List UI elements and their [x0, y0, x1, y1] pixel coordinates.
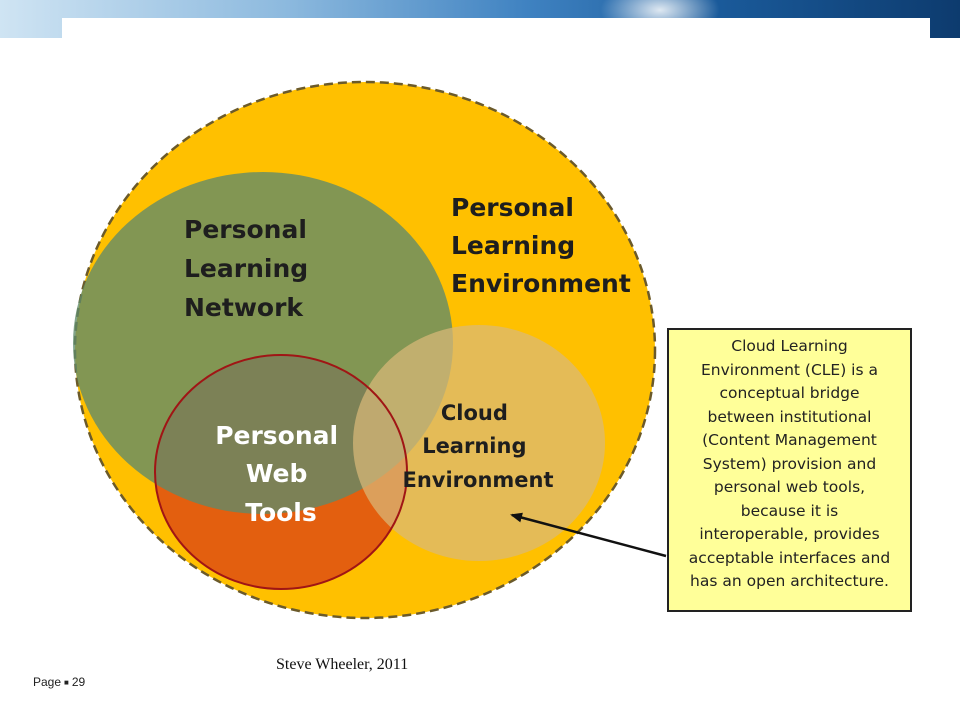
page-number-value: 29 — [71, 675, 86, 689]
label-pwt: Personal Web Tools — [215, 421, 347, 527]
label-pln: Personal Learning Network — [184, 215, 317, 322]
note-line: (Content Management — [702, 431, 877, 449]
page-label: Page — [33, 675, 62, 689]
note-line: personal web tools, — [713, 478, 866, 496]
note-line: between institutional — [707, 407, 872, 426]
arrow-note-to-cle — [510, 512, 667, 558]
cle-note-box: Cloud Learning Environment (CLE) is a co… — [667, 328, 912, 612]
author-credit: Steve Wheeler, 2011 — [276, 656, 409, 673]
note-line: System) provision and — [702, 454, 877, 473]
note-line: because it is — [740, 501, 839, 520]
page-separator: ■ — [64, 678, 69, 688]
page-number: Page■29 — [33, 675, 85, 689]
note-line: Cloud Learning — [731, 337, 848, 355]
circle-cloud-learning-environment — [353, 325, 605, 561]
note-line: has an open architecture. — [690, 572, 889, 590]
label-cle: Cloud Learning Environment — [402, 401, 553, 492]
label-ple: Personal Learning Environment — [451, 193, 631, 298]
note-line: conceptual bridge — [719, 384, 860, 402]
note-line: interoperable, provides — [699, 525, 880, 543]
note-line: acceptable interfaces and — [688, 548, 891, 567]
circle-personal-web-tools-outline — [154, 354, 408, 590]
slide-panel — [62, 18, 930, 48]
note-line: Environment (CLE) is a — [701, 360, 878, 379]
